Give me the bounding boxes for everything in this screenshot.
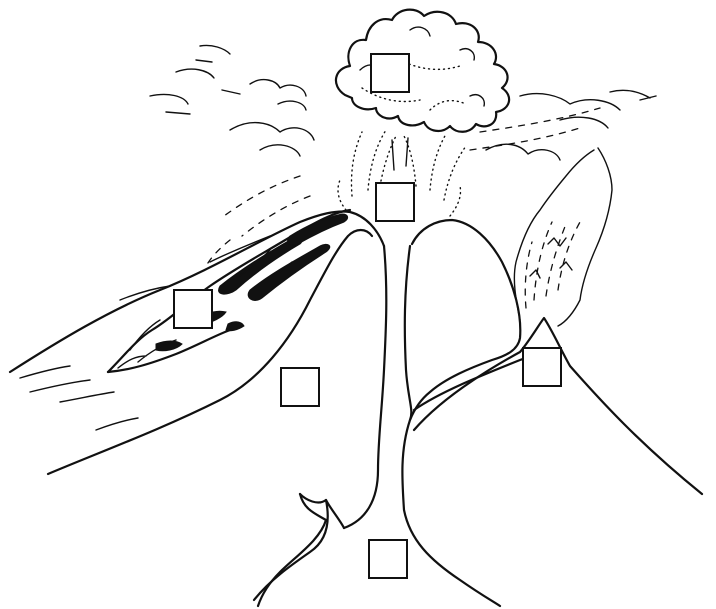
label-box-cone-side[interactable]: [280, 367, 320, 407]
label-box-vent-top[interactable]: [375, 182, 415, 222]
label-box-side-vent[interactable]: [522, 347, 562, 387]
ash-cloud: [334, 8, 511, 133]
label-box-ash-cloud[interactable]: [370, 53, 410, 93]
label-box-lava-flow[interactable]: [173, 289, 213, 329]
side-cone: [412, 147, 704, 496]
eruption-column: [337, 129, 467, 217]
lava-flow: [106, 208, 352, 374]
ash-streaks: [149, 44, 657, 267]
inner-dome: [408, 218, 546, 422]
label-box-magma-chamber[interactable]: [368, 539, 408, 579]
magma-chamber: [256, 492, 328, 608]
main-cone: [8, 210, 388, 530]
label-boxes: [173, 53, 562, 579]
